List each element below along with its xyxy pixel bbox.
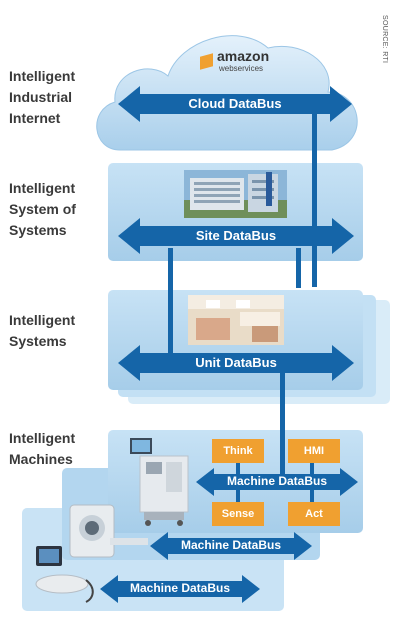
act-connector: [310, 489, 314, 503]
cloud-shape: [96, 35, 358, 151]
ultrasound-device-image: [35, 546, 94, 603]
connector-cloud-site: [312, 112, 317, 287]
sense-connector: [236, 489, 240, 503]
level-label-systems: Intelligent Systems: [9, 312, 76, 349]
level-label-machines: Intelligent Machines: [9, 430, 76, 467]
level-label-industrial-internet: Intelligent Industrial Internet: [9, 68, 76, 126]
source-credit: SOURCE: RTI: [381, 15, 388, 64]
act-box: Act: [288, 502, 340, 526]
site-databus-label: Site DataBus: [195, 228, 277, 243]
connector-site-unit-b: [168, 248, 173, 358]
aws-brand-text: amazon: [217, 48, 270, 64]
site-databus-arrow: [118, 218, 354, 254]
ct-scanner-image: [69, 504, 148, 558]
unit-databus-arrow: [118, 345, 354, 381]
cloud-databus-label: Cloud DataBus: [188, 96, 282, 111]
think-connector: [236, 461, 240, 475]
sense-box: Sense: [212, 502, 264, 526]
think-box: Think: [212, 439, 264, 463]
office-building-image: [184, 170, 287, 218]
cloud-databus-arrow: [118, 86, 352, 122]
machine-databus-arrow-3: [100, 575, 260, 603]
aws-logo: amazon webservices: [200, 48, 280, 76]
connector-site-unit-a: [296, 248, 301, 288]
machine-databus-label-1: Machine DataBus: [226, 474, 328, 488]
aws-cube-icon: [200, 53, 213, 70]
level-label-system-of-systems: Intelligent System of Systems: [9, 180, 76, 238]
machine-databus-label-2: Machine DataBus: [180, 538, 282, 552]
hmi-connector: [310, 461, 314, 475]
unit-databus-label: Unit DataBus: [195, 355, 277, 370]
aws-sub-text: webservices: [219, 64, 264, 73]
hmi-box: HMI: [288, 439, 340, 463]
machine-databus-label-3: Machine DataBus: [129, 581, 231, 595]
hospital-lobby-image: [188, 295, 284, 345]
connector-unit-machine: [280, 372, 285, 482]
machine-databus-arrow-2: [150, 532, 312, 560]
anesthesia-machine-image: [130, 438, 189, 526]
